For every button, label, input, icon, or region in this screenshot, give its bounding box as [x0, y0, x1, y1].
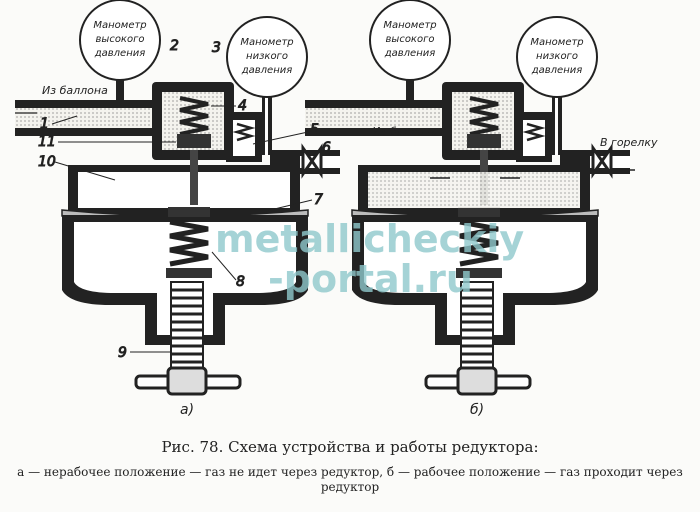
svg-text:7: 7 [314, 192, 323, 208]
svg-text:давления: давления [241, 65, 293, 76]
svg-text:9: 9 [118, 345, 127, 361]
caption-title: Рис. 78. Схема устройства и работы редук… [161, 438, 539, 456]
svg-text:высокого: высокого [386, 34, 435, 45]
svg-text:давления: давления [531, 65, 583, 76]
svg-text:Манометр: Манометр [530, 37, 583, 48]
watermark-line-2: -portal.ru [268, 257, 473, 301]
part-numbers: 1 2 3 4 5 6 7 8 9 10 11 [38, 38, 332, 362]
outlet-label: В горелку [600, 136, 658, 149]
svg-text:2: 2 [170, 38, 179, 54]
gauge-high-a: Манометр высокого давления [79, 0, 161, 81]
svg-text:1: 1 [40, 116, 49, 132]
caption-text: а — нерабочее положение — газ не идет че… [17, 465, 683, 494]
sub-label-a: а) [180, 402, 194, 418]
svg-text:3: 3 [212, 40, 221, 56]
sub-label-b: б) [470, 402, 484, 418]
svg-text:низкого: низкого [536, 51, 578, 62]
svg-text:4: 4 [238, 98, 247, 114]
svg-text:высокого: высокого [96, 34, 145, 45]
svg-text:низкого: низкого [246, 51, 288, 62]
svg-text:11: 11 [38, 134, 56, 150]
svg-text:8: 8 [236, 274, 245, 290]
gauge-high-b: Манометр высокого давления [369, 0, 451, 81]
gauge-low-a: Манометр низкого давления [226, 16, 308, 98]
flow-arrows [430, 169, 635, 179]
svg-text:давления: давления [94, 48, 146, 59]
gas-flow-fill [368, 172, 580, 208]
svg-text:Манометр: Манометр [240, 37, 293, 48]
inlet-label-a: Из баллона [42, 84, 108, 97]
svg-text:Манометр: Манометр [93, 20, 146, 31]
watermark-line-1: metallicheckiy [215, 217, 524, 261]
svg-text:5: 5 [310, 122, 319, 138]
svg-text:10: 10 [38, 154, 56, 170]
svg-text:6: 6 [322, 140, 331, 156]
gauge-low-b: Манометр низкого давления [516, 16, 598, 98]
svg-text:давления: давления [384, 48, 436, 59]
inlet-label-b: Из баллона [372, 125, 438, 138]
svg-text:Манометр: Манометр [383, 20, 436, 31]
